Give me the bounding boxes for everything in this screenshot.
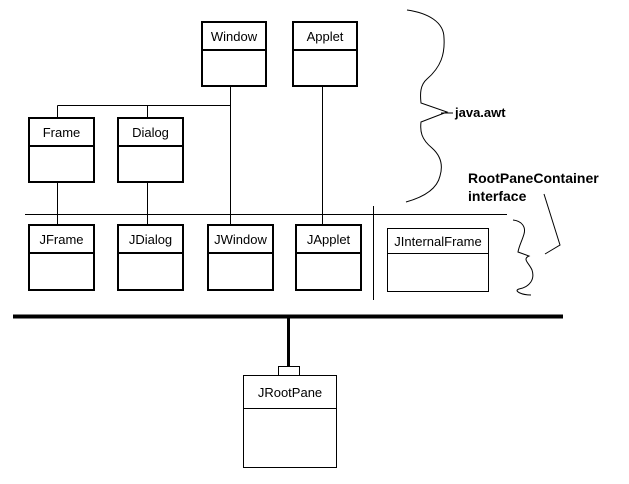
rootpane-interface-label-line2: interface: [468, 188, 527, 204]
class-name-jframe: JFrame: [30, 226, 93, 254]
class-box-jdialog: JDialog: [117, 224, 184, 291]
class-box-jrootpane: JRootPane: [243, 375, 337, 468]
class-box-applet: Applet: [292, 21, 358, 87]
class-name-window: Window: [203, 23, 265, 51]
class-box-jinternalframe: JInternalFrame: [387, 228, 489, 292]
awt-group-label: java.awt: [455, 105, 506, 120]
class-box-jframe: JFrame: [28, 224, 95, 291]
class-name-jdialog: JDialog: [119, 226, 182, 254]
class-name-jinternalframe: JInternalFrame: [388, 229, 488, 254]
rootpane-interface-label: RootPaneContainer interface: [468, 169, 599, 205]
class-name-dialog: Dialog: [119, 119, 182, 147]
class-box-jwindow: JWindow: [207, 224, 274, 291]
class-name-jwindow: JWindow: [209, 226, 272, 254]
class-name-frame: Frame: [30, 119, 93, 147]
class-box-frame: Frame: [28, 117, 95, 183]
class-box-window: Window: [201, 21, 267, 87]
rootpane-interface-label-line1: RootPaneContainer: [468, 170, 599, 186]
class-box-japplet: JApplet: [295, 224, 362, 291]
class-name-jrootpane: JRootPane: [244, 376, 336, 409]
class-box-dialog: Dialog: [117, 117, 184, 183]
rootpane-curly-brace: [512, 219, 534, 296]
class-name-applet: Applet: [294, 23, 356, 51]
awt-curly-brace: [405, 9, 449, 203]
class-name-japplet: JApplet: [297, 226, 360, 254]
rootpane-pointer-line: [543, 193, 561, 255]
